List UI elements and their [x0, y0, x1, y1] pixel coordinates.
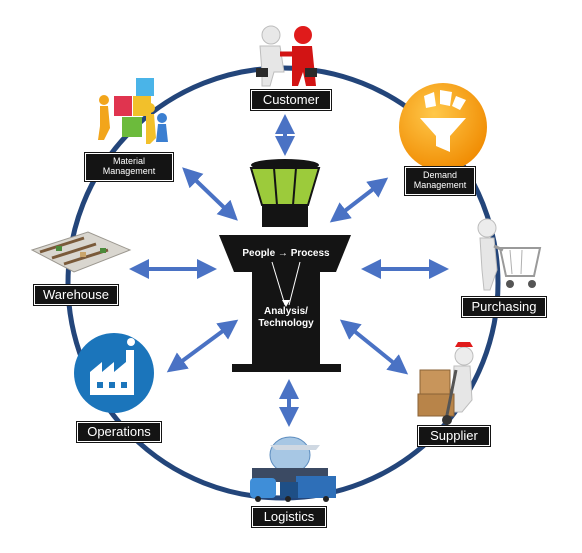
label-purchasing: Purchasing	[462, 297, 546, 317]
tower-bottom-line1: Analysis/	[264, 306, 308, 317]
label-material-line1: Material	[112, 156, 145, 167]
tower-top-text: People → Process	[242, 248, 330, 259]
arrow-operations	[166, 319, 239, 373]
warehouse-icon	[30, 231, 132, 273]
handshake-icon	[256, 25, 317, 87]
arrow-demand	[329, 177, 389, 223]
label-demand-line1: Demand	[422, 170, 458, 181]
delivery-person-icon	[417, 342, 474, 425]
puzzle-team-icon	[98, 78, 168, 144]
arrow-supplier	[339, 319, 409, 375]
tower-bottom-text: Analysis/ Technology	[248, 306, 324, 329]
label-warehouse: Warehouse	[34, 285, 118, 305]
label-material-management: Material Management	[85, 153, 173, 181]
connector-arrows	[129, 114, 449, 427]
tower-bottom-line2: Technology	[258, 317, 314, 329]
label-customer: Customer	[251, 90, 331, 110]
label-material-line2: Management	[102, 166, 156, 176]
control-tower-icon	[219, 159, 351, 372]
label-supplier: Supplier	[418, 426, 490, 446]
label-demand-line2: Management	[413, 180, 467, 190]
shopping-cart-icon	[477, 218, 542, 291]
funnel-icon	[399, 83, 487, 171]
factory-icon	[74, 333, 154, 413]
label-logistics: Logistics	[252, 507, 326, 527]
arrow-material	[182, 167, 238, 221]
trucks-icon	[250, 436, 336, 502]
label-demand-management: Demand Management	[405, 167, 475, 195]
label-operations: Operations	[77, 422, 161, 442]
